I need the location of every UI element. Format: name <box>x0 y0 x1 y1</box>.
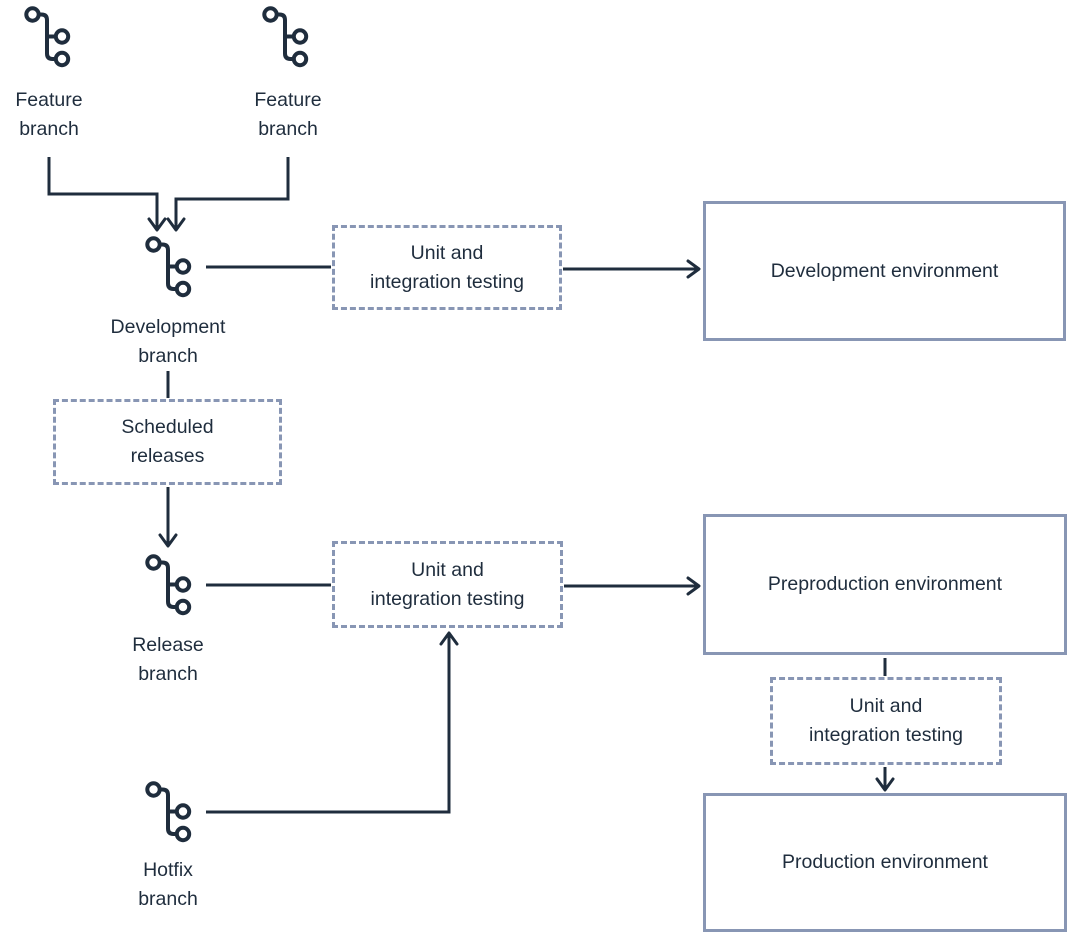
scheduled-releases-box: Scheduled releases <box>53 399 282 485</box>
connector-feature1-to-development <box>47 157 159 229</box>
testing-box-release: Unit and integration testing <box>332 541 563 628</box>
feature-branch-1-label: Feature branch <box>15 89 83 140</box>
preproduction-environment-box: Preproduction environment <box>703 514 1067 655</box>
connector-hotfix-to-testing <box>206 634 451 814</box>
git-branch-icon-development <box>145 236 192 298</box>
development-environment-box: Development environment <box>703 201 1066 341</box>
release-branch-label: Release branch <box>132 634 204 685</box>
arrowhead-down-icon <box>166 217 186 232</box>
testing-box-development: Unit and integration testing <box>332 225 562 310</box>
arrowhead-down-icon <box>147 217 167 232</box>
hotfix-branch-label: Hotfix branch <box>138 859 198 910</box>
connector-feature2-to-development <box>174 157 290 229</box>
feature-branch-2-label: Feature branch <box>254 89 322 140</box>
git-branch-icon-hotfix <box>145 781 192 843</box>
development-branch-label: Development branch <box>110 316 226 367</box>
arrowhead-up-icon <box>439 631 459 646</box>
arrowhead-right-icon <box>686 259 701 279</box>
arrowhead-right-icon <box>686 576 701 596</box>
git-branch-icon-feature-2 <box>262 6 309 68</box>
testing-box-production: Unit and integration testing <box>770 677 1002 765</box>
arrowhead-down-icon <box>158 533 178 548</box>
arrowhead-down-icon <box>875 777 895 792</box>
git-branch-icon-feature-1 <box>24 6 71 68</box>
production-environment-box: Production environment <box>703 793 1067 932</box>
git-branch-icon-release <box>145 554 192 616</box>
